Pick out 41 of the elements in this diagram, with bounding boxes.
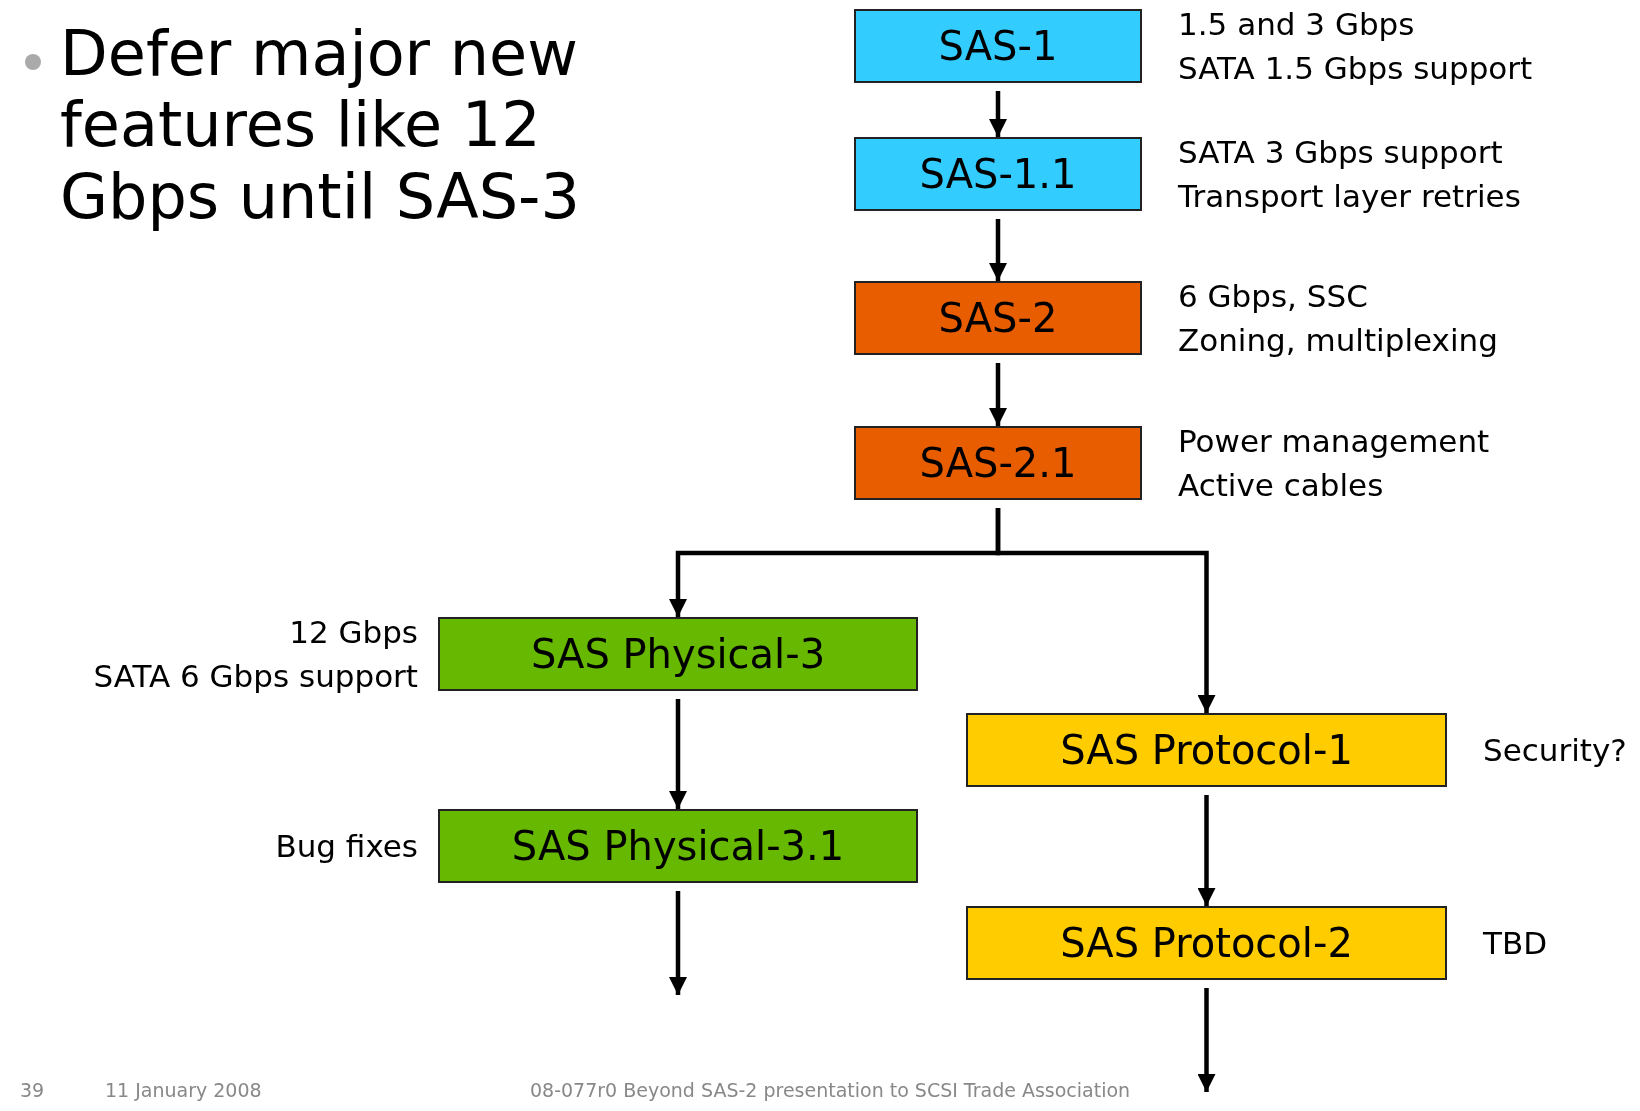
version-name: SAS-1 [938,23,1058,69]
feature-note: 6 Gbps, SSC [1178,277,1368,316]
version-box [966,906,1447,980]
feature-note: Bug fixes [275,827,418,866]
version-box [854,9,1142,83]
version-box [854,426,1142,500]
page-number: 39 [20,1080,45,1102]
arrow [1197,795,1216,906]
version-name: SAS Protocol-2 [1060,920,1353,966]
arrow [995,508,1216,713]
feature-note: SATA 3 Gbps support [1178,133,1503,172]
arrow [989,91,1007,137]
feature-note: Active cables [1178,466,1384,505]
feature-note: TBD [1483,924,1548,963]
feature-note: Power management [1178,422,1490,461]
version-box [854,137,1142,211]
footer-text: 08-077r0 Beyond SAS-2 presentation to SCSI Trade Association [530,1080,1131,1102]
version-name: SAS Physical-3 [530,631,826,677]
version-box [966,713,1447,787]
bullet-text: Defer major new features like 12 Gbps until SAS-3 [60,18,581,232]
feature-note: 1.5 and 3 Gbps [1178,5,1415,44]
footer-date: 11 January 2008 [105,1080,262,1102]
version-name: SAS Physical-3.1 [511,823,845,869]
version-box [854,281,1142,355]
version-name: SAS-2.1 [919,440,1077,486]
arrow [669,891,687,995]
version-box [438,617,918,691]
feature-note: Transport layer retries [1178,177,1521,216]
arrow [669,699,687,809]
version-name: SAS Protocol-1 [1060,727,1353,773]
feature-note: 12 Gbps [289,613,418,652]
arrow [989,219,1007,281]
version-box [438,809,918,883]
feature-note: SATA 6 Gbps support [93,657,418,696]
feature-note: Zoning, multiplexing [1178,321,1498,360]
arrow [1197,988,1216,1092]
version-name: SAS-2 [938,295,1058,341]
feature-note: SATA 1.5 Gbps support [1178,49,1533,88]
arrow [989,363,1007,426]
version-name: SAS-1.1 [919,151,1077,197]
feature-note: Security? [1483,731,1627,770]
